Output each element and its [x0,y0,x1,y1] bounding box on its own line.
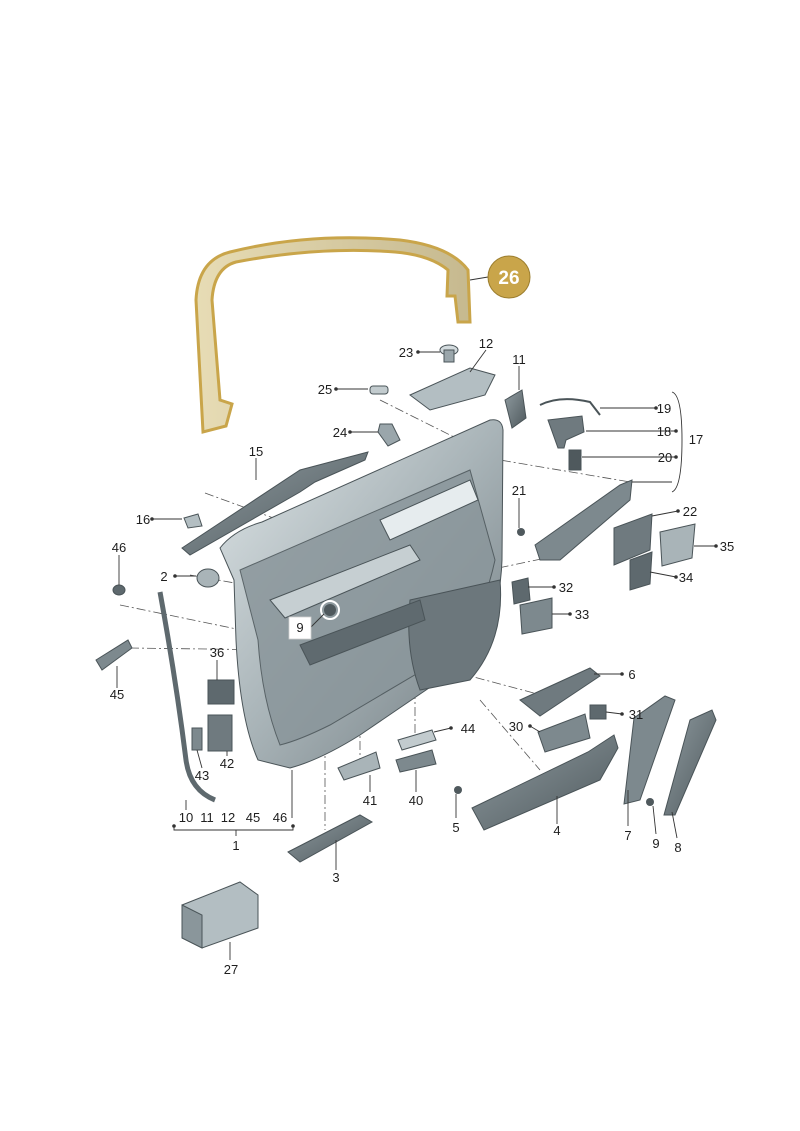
part-module-27 [181,881,259,949]
part-cover-bracket [409,367,496,411]
callout-20[interactable]: 20 [658,450,672,465]
part-bezel-22 [613,513,653,566]
callout-44[interactable]: 44 [461,721,475,736]
callout-7[interactable]: 7 [624,828,631,843]
callout-26: 26 [498,268,519,289]
part-trim-34 [629,551,653,591]
part-screw-5 [454,786,462,794]
callout-9-right[interactable]: 9 [652,836,659,851]
callout-27[interactable]: 27 [224,962,238,977]
callout-24[interactable]: 24 [333,425,347,440]
part-cover-40 [395,749,437,773]
part-cable-19 [539,398,601,416]
part-cover-44 [397,729,437,751]
part-bracket-18 [547,415,585,449]
part-clip-23 [439,344,459,363]
part-clip-43 [191,727,203,751]
part-seal-strip-10 [157,591,217,803]
part-trim-35 [659,523,696,567]
callout-9-box [288,616,312,640]
part-pull-handle-3 [287,814,374,863]
callout-10[interactable]: 10 [179,810,193,825]
callout-12[interactable]: 12 [479,336,493,351]
part-clip-16 [183,513,203,529]
part-strip-45 [95,639,133,671]
callout-33[interactable]: 33 [575,607,589,622]
callout-32[interactable]: 32 [559,580,573,595]
callout-5[interactable]: 5 [452,820,459,835]
callout-42[interactable]: 42 [220,756,234,771]
callout-31[interactable]: 31 [629,707,643,722]
callout-12-group[interactable]: 12 [221,810,235,825]
callout-1[interactable]: 1 [232,838,239,853]
callout-45-left[interactable]: 45 [110,687,124,702]
leader-dots [150,350,718,828]
callout-30[interactable]: 30 [509,719,523,734]
callout-18[interactable]: 18 [657,424,671,439]
callout-4[interactable]: 4 [553,823,560,838]
callout-25[interactable]: 25 [318,382,332,397]
part-window-strip [181,451,369,556]
part-button-31 [589,704,607,720]
part-door-trim-panel [219,419,504,769]
part-cap-46 [112,584,126,596]
callout-40[interactable]: 40 [409,793,423,808]
callout-9-panel[interactable]: 9 [296,620,303,635]
callout-43[interactable]: 43 [195,768,209,783]
callout-19[interactable]: 19 [657,401,671,416]
callout-8[interactable]: 8 [674,840,681,855]
part-trim-strip-8 [663,709,717,816]
part-switch-panel-6 [519,667,601,717]
part-grommet-2 [196,568,220,588]
part-switch-42 [207,714,233,752]
callout-17[interactable]: 17 [689,432,703,447]
part-bezel-7 [623,695,676,805]
part-block-20 [568,449,582,471]
callout-11-group[interactable]: 11 [200,810,214,825]
callout-34[interactable]: 34 [679,570,693,585]
callout-labels: 23 12 11 25 24 15 16 19 18 17 20 21 22 3… [110,336,734,977]
leader-lines [116,276,716,960]
part-switch-32 [511,577,531,605]
callout-41[interactable]: 41 [363,793,377,808]
part-screw-9-panel [320,600,340,620]
callout-11[interactable]: 11 [512,352,526,367]
part-door-handle [504,389,527,429]
callout-46-top[interactable]: 46 [112,540,126,555]
callout-2[interactable]: 2 [160,569,167,584]
callout-45-group[interactable]: 45 [246,810,260,825]
callout-46-group[interactable]: 46 [273,810,287,825]
callout-6[interactable]: 6 [628,667,635,682]
callout-35[interactable]: 35 [720,539,734,554]
part-pin-25 [369,385,389,395]
part-switch-30 [537,713,591,753]
part-screw-9-right [646,798,654,806]
callout-22[interactable]: 22 [683,504,697,519]
callout-36[interactable]: 36 [210,645,224,660]
part-switch-33 [519,597,553,635]
part-door-seal [194,236,472,434]
callout-3[interactable]: 3 [332,870,339,885]
callout-16[interactable]: 16 [136,512,150,527]
callout-15[interactable]: 15 [249,444,263,459]
part-switch-carrier [534,479,633,561]
callout-23[interactable]: 23 [399,345,413,360]
part-switch-36 [207,679,235,705]
part-screw-21 [517,528,525,536]
part-clip-41 [337,751,381,781]
callout-21[interactable]: 21 [512,483,526,498]
callout-26-highlight[interactable]: 26 [487,255,531,299]
part-retainer-24 [377,423,401,447]
part-armrest-4 [471,734,619,831]
